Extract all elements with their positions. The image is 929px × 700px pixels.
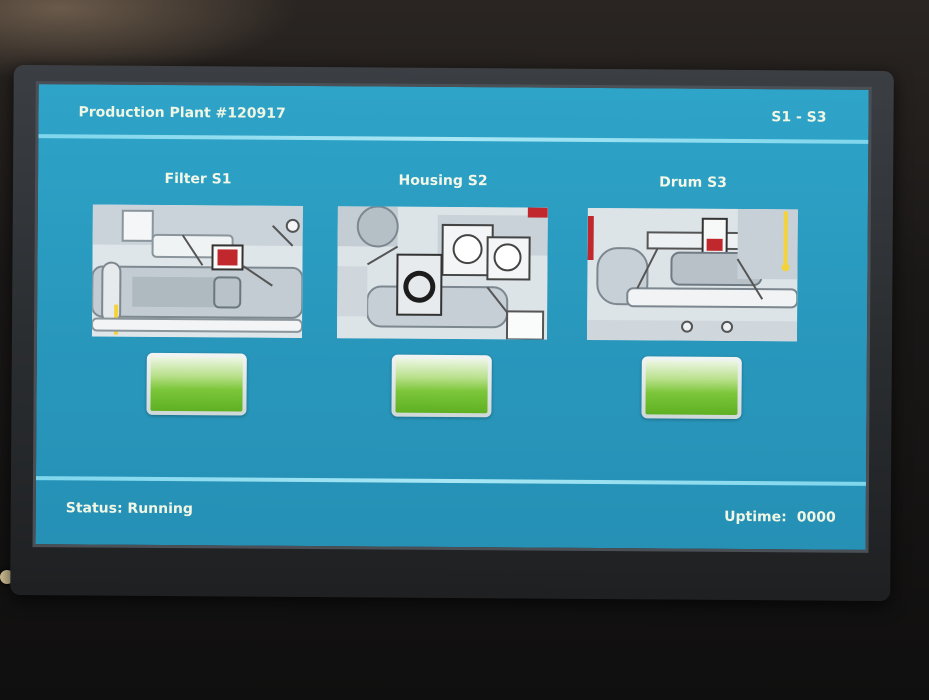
indicator-fill xyxy=(150,356,243,412)
indicator-fill xyxy=(395,358,488,414)
display-bezel: Production Plant #120917 S1 - S3 Filter … xyxy=(10,64,894,602)
drum-status-indicator[interactable] xyxy=(641,356,742,420)
page-title: Production Plant #120917 xyxy=(78,104,286,122)
station-filter-s1: Filter S1 xyxy=(91,170,303,416)
drum-machine-image xyxy=(586,207,798,342)
uptime-label: Uptime: xyxy=(724,508,787,526)
station-label: Filter S1 xyxy=(164,170,232,188)
housing-status-indicator[interactable] xyxy=(391,354,492,418)
footer-divider xyxy=(35,476,866,486)
uptime-readout: Uptime: 0000 xyxy=(724,509,836,526)
header-bar: Production Plant #120917 S1 - S3 xyxy=(38,84,868,142)
status-text: Status: Running xyxy=(65,500,193,518)
filter-machine-image xyxy=(91,204,303,338)
uptime-value: 0000 xyxy=(796,509,836,526)
station-label: Housing S2 xyxy=(398,172,488,190)
station-range: S1 - S3 xyxy=(771,109,827,126)
station-label: Drum S3 xyxy=(659,174,728,191)
filter-status-indicator[interactable] xyxy=(146,352,247,416)
station-drum-s3: Drum S3 xyxy=(586,174,798,420)
station-housing-s2: Housing S2 xyxy=(336,172,548,418)
indicator-fill xyxy=(645,360,738,415)
housing-machine-image xyxy=(336,206,548,340)
hmi-screen: Production Plant #120917 S1 - S3 Filter … xyxy=(32,81,872,553)
